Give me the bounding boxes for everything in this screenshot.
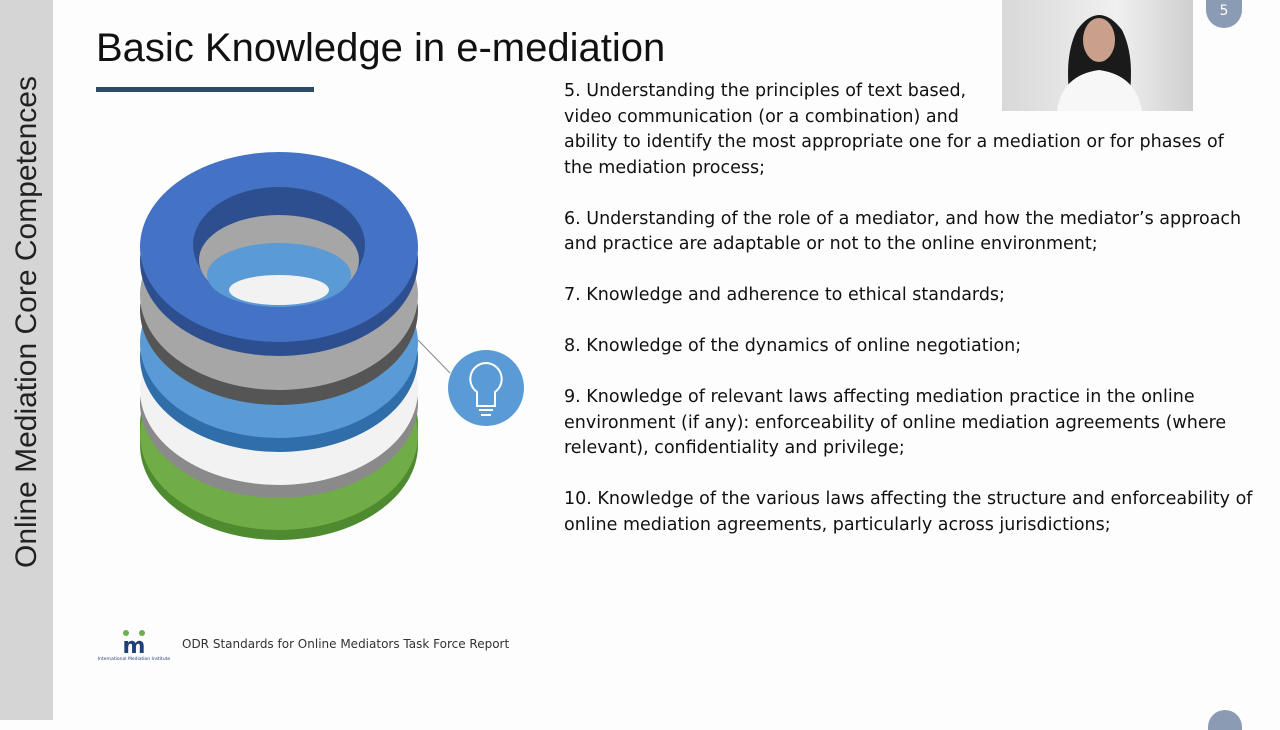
competences-list: 5. Understanding the principles of text … [564,79,1254,564]
title-underline [96,87,314,92]
corner-decoration [1208,710,1242,730]
imi-logo: m International Mediation Institute [98,628,170,662]
list-item: 6. Understanding of the role of a mediat… [564,208,1242,255]
slide-title: Basic Knowledge in e-mediation [96,26,666,70]
list-item: 7. Knowledge and adherence to ethical st… [564,285,1005,305]
sidebar-title: Online Mediation Core Competences [10,76,43,568]
page-number: 5 [1206,0,1242,28]
footer-text: ODR Standards for Online Mediators Task … [182,637,510,651]
stacked-rings-graphic [140,152,524,540]
svg-text:m: m [123,634,146,659]
list-item: 9. Knowledge of relevant laws affecting … [564,387,1227,458]
sidebar: Online Mediation Core Competences [0,0,53,720]
list-item: 8. Knowledge of the dynamics of online n… [564,336,1022,356]
webcam-video [1002,0,1193,111]
svg-text:International Mediation Instit: International Mediation Institute [98,656,170,662]
ring-blue [140,152,418,356]
list-item: 10. Knowledge of the various laws affect… [564,489,1253,535]
list-item: 5. Understanding the principles of text … [564,81,1224,178]
presenter-silhouette [1057,15,1142,111]
lightbulb-icon [448,350,524,426]
